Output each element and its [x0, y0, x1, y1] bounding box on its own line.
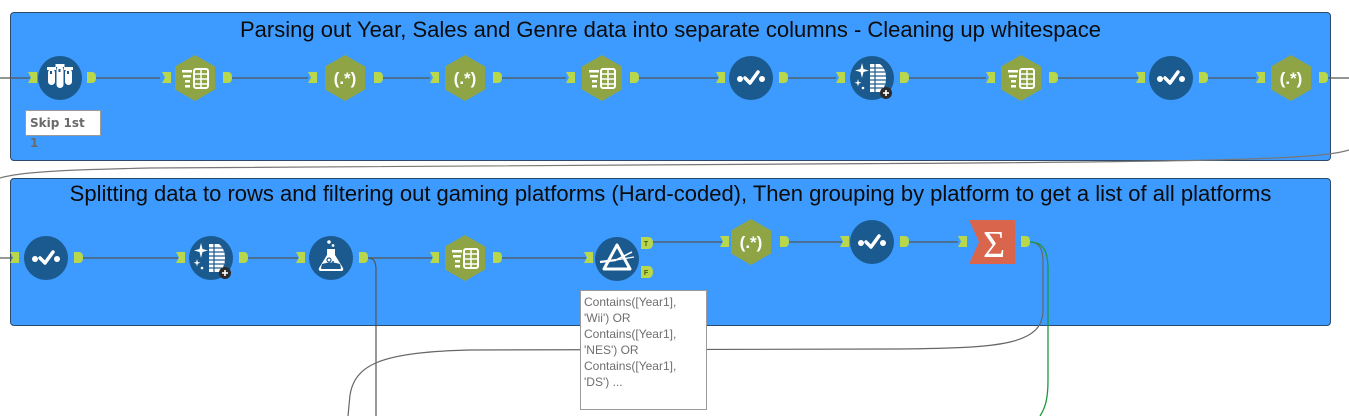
- output-anchor[interactable]: [1021, 236, 1030, 247]
- input-anchor[interactable]: [566, 72, 575, 83]
- text-to-columns-tool[interactable]: [172, 55, 218, 101]
- output-anchor[interactable]: [359, 252, 368, 263]
- svg-text:(.*): (.*): [1280, 69, 1303, 88]
- output-anchor[interactable]: [374, 72, 383, 83]
- annotation-line: Contains([Year1],: [584, 295, 677, 309]
- input-anchor[interactable]: [720, 236, 729, 247]
- formula-flask-icon: [309, 236, 353, 280]
- text-to-columns-icon: [445, 235, 485, 281]
- tool-container-parsing[interactable]: Parsing out Year, Sales and Genre data i…: [10, 12, 1331, 161]
- output-anchor[interactable]: [780, 236, 789, 247]
- input-anchor[interactable]: [584, 252, 593, 263]
- svg-text:(.*): (.*): [334, 69, 357, 88]
- select-tool[interactable]: [849, 219, 895, 265]
- input-anchor[interactable]: [716, 72, 725, 83]
- filter-prism-icon: [595, 237, 639, 281]
- output-anchor[interactable]: [779, 72, 788, 83]
- tool-annotation: Skip 1st 1: [25, 110, 101, 150]
- output-anchor[interactable]: [493, 252, 502, 263]
- sample-tool-icon[interactable]: [37, 55, 83, 101]
- true-output-anchor[interactable]: T: [641, 237, 653, 249]
- input-anchor[interactable]: [986, 72, 995, 83]
- input-anchor[interactable]: [840, 236, 849, 247]
- annotation-line: Contains([Year1],: [584, 327, 677, 341]
- text-to-columns-tool[interactable]: [579, 55, 625, 101]
- regex-tool[interactable]: (.*): [1268, 55, 1314, 101]
- summarize-sigma-icon: Σ: [969, 220, 1015, 265]
- input-anchor[interactable]: [296, 252, 305, 263]
- select-tool[interactable]: [1148, 55, 1194, 101]
- text-to-columns-icon: [582, 55, 622, 101]
- regex-icon: (.*): [325, 55, 365, 101]
- data-cleansing-icon: [850, 56, 894, 100]
- false-output-anchor[interactable]: F: [641, 266, 653, 278]
- regex-tool[interactable]: (.*): [322, 55, 368, 101]
- output-anchor[interactable]: [87, 72, 96, 83]
- input-anchor[interactable]: [10, 252, 19, 263]
- svg-text:(.*): (.*): [454, 69, 477, 88]
- input-anchor[interactable]: [1256, 72, 1265, 83]
- data-cleansing-tool[interactable]: [849, 55, 895, 101]
- input-anchor[interactable]: [1136, 72, 1145, 83]
- input-anchor[interactable]: [162, 72, 171, 83]
- input-anchor[interactable]: [430, 72, 439, 83]
- select-check-icon: [729, 56, 773, 100]
- output-anchor[interactable]: [74, 252, 83, 263]
- filter-tool[interactable]: [594, 236, 640, 282]
- select-tool[interactable]: [23, 235, 69, 281]
- select-check-icon: [850, 220, 894, 264]
- annotation-line: Contains([Year1],: [584, 359, 677, 373]
- regex-icon: (.*): [731, 219, 771, 265]
- input-anchor[interactable]: [308, 72, 317, 83]
- regex-icon: (.*): [445, 55, 485, 101]
- text-to-columns-tool[interactable]: [998, 55, 1044, 101]
- input-anchor[interactable]: [430, 252, 439, 263]
- regex-tool[interactable]: (.*): [728, 219, 774, 265]
- output-anchor[interactable]: [630, 72, 639, 83]
- data-cleansing-tool[interactable]: [188, 235, 234, 281]
- data-cleansing-icon: [189, 236, 233, 280]
- regex-tool[interactable]: (.*): [442, 55, 488, 101]
- output-anchor[interactable]: [239, 252, 248, 263]
- output-anchor[interactable]: [1049, 72, 1058, 83]
- svg-text:Σ: Σ: [983, 224, 1005, 265]
- select-check-icon: [1149, 56, 1193, 100]
- text-to-columns-icon: [1001, 55, 1041, 101]
- output-anchor[interactable]: [493, 72, 502, 83]
- container-title: Parsing out Year, Sales and Genre data i…: [240, 17, 1101, 42]
- output-anchor[interactable]: [223, 72, 232, 83]
- formula-tool[interactable]: [308, 235, 354, 281]
- test-tubes-icon: [38, 56, 82, 100]
- input-anchor[interactable]: [958, 236, 967, 247]
- container-title: Splitting data to rows and filtering out…: [51, 181, 1290, 207]
- output-anchor[interactable]: [1319, 72, 1328, 83]
- output-anchor[interactable]: [900, 72, 909, 83]
- summarize-tool[interactable]: Σ: [969, 219, 1015, 265]
- input-anchor[interactable]: [28, 72, 37, 83]
- regex-icon: (.*): [1271, 55, 1311, 101]
- container-title-text: Splitting data to rows and filtering out…: [69, 181, 1272, 206]
- svg-text:F: F: [644, 270, 649, 277]
- input-anchor[interactable]: [836, 72, 845, 83]
- annotation-line: 'Wii') OR: [584, 311, 631, 325]
- filter-annotation: Contains([Year1], 'Wii') OR Contains([Ye…: [580, 290, 707, 410]
- annotation-line: 'NES') OR: [584, 343, 639, 357]
- select-tool[interactable]: [728, 55, 774, 101]
- output-anchor[interactable]: [1199, 72, 1208, 83]
- text-to-columns-tool[interactable]: [442, 235, 488, 281]
- output-anchor[interactable]: [900, 236, 909, 247]
- annotation-line: 'DS') ...: [584, 375, 623, 389]
- text-to-columns-icon: [175, 55, 215, 101]
- svg-text:T: T: [644, 241, 649, 248]
- select-check-icon: [24, 236, 68, 280]
- svg-text:(.*): (.*): [740, 233, 763, 252]
- input-anchor[interactable]: [176, 252, 185, 263]
